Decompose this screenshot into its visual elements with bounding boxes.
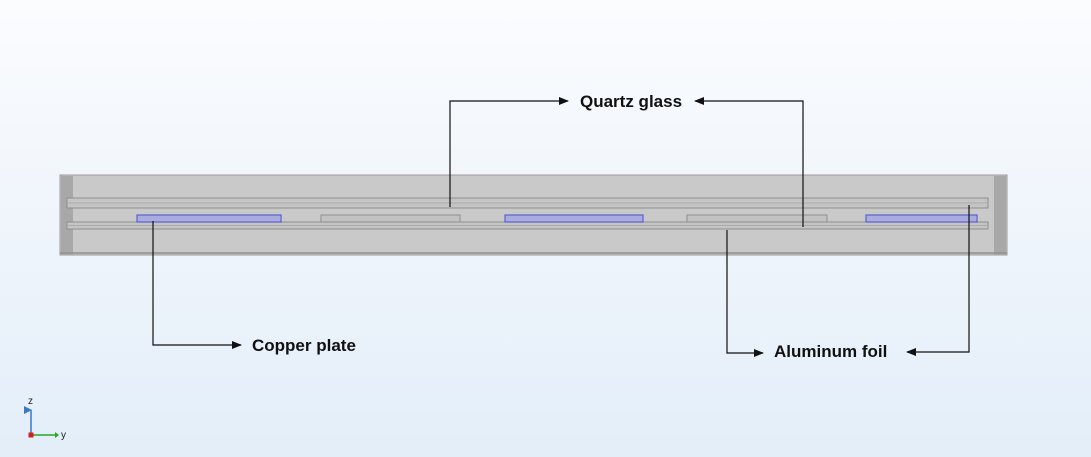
- axis-triad: z y: [24, 396, 66, 441]
- copper-plate-3: [865, 214, 978, 223]
- copper-plates: [136, 214, 978, 223]
- copper-plate-label: Copper plate: [252, 336, 356, 355]
- housing-left-end: [61, 176, 73, 255]
- quartz-glass-upper: [66, 197, 989, 209]
- y-axis-label: y: [61, 430, 66, 441]
- x-axis-marker: [28, 432, 34, 438]
- aluminum-foil-1: [320, 214, 461, 223]
- quartz-glass-leader: [449, 97, 804, 227]
- copper-plate-1: [136, 214, 282, 223]
- z-axis-label: z: [28, 396, 33, 407]
- aluminum-foil-2: [686, 214, 828, 223]
- copper-plate-2: [504, 214, 644, 223]
- housing-right-end: [994, 176, 1006, 255]
- aluminum-foil-label: Aluminum foil: [774, 342, 887, 361]
- aluminum-foil-leader: [726, 205, 970, 357]
- copper-plate-leader: [152, 221, 242, 349]
- aluminum-foils: [320, 214, 828, 223]
- quartz-glass-lower: [66, 221, 989, 230]
- quartz-glass-label: Quartz glass: [580, 92, 682, 111]
